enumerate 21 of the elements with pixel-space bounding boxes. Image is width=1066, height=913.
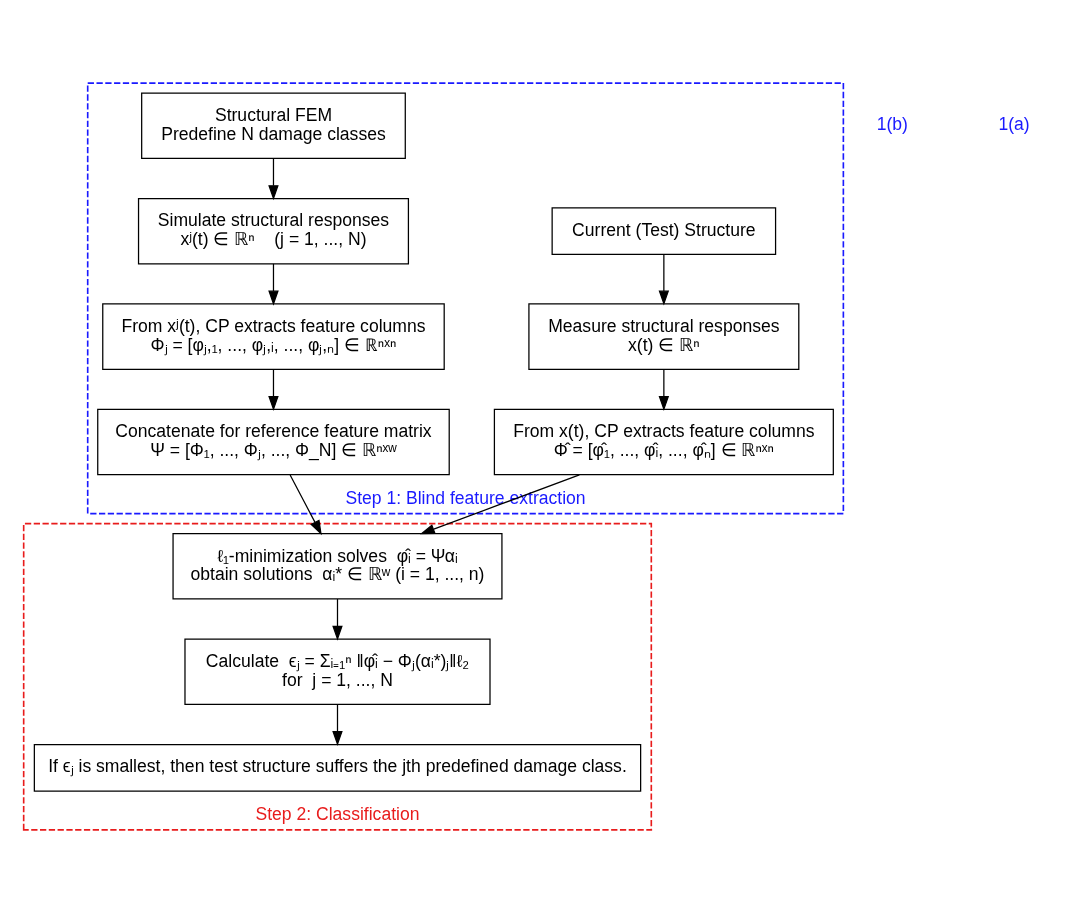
label: 1(b): [876, 114, 908, 135]
node-box: Current (Test) Structure: [551, 207, 777, 256]
arrow: [658, 368, 670, 412]
node-box: ℓ₁-minimization solves φ̂ᵢ = Ψαᵢ obtain solutions αᵢ* ∈ ℝʷ (i = 1, ..., n): [172, 533, 503, 600]
arrow: [332, 598, 343, 641]
arrow: [332, 704, 343, 746]
arrow: [268, 263, 279, 306]
arrow: [658, 254, 670, 306]
arrow: [419, 474, 580, 535]
arrow: [268, 368, 279, 412]
node-box: If ϵⱼ is smallest, then test structure suffers the jth predefined damage class.: [33, 743, 642, 792]
node-box: Structural FEM Predefine N damage classes: [141, 92, 406, 159]
node-box: From xʲ(t), CP extracts feature columns Φⱼ = [φⱼ,₁, ..., φⱼ,ᵢ, ..., φⱼ,ₙ] ∈ ℝⁿˣⁿ: [102, 303, 445, 370]
label: 1(a): [998, 114, 1030, 135]
node-box: Concatenate for reference feature matrix Ψ = [Φ₁, ..., Φⱼ, ..., Φ_N] ∈ ℝⁿˣʷ: [97, 408, 450, 476]
arrow: [289, 474, 322, 536]
node-box: From x(t), CP extracts feature columns Φ̂ = [φ̂₁, ..., φ̂ᵢ, ..., φ̂ₙ] ∈ ℝⁿˣⁿ: [493, 408, 834, 476]
arrow: [268, 157, 279, 201]
node-box: Calculate ϵⱼ = Σᵢ₌₁ⁿ ‖φ̂ᵢ − Φⱼ(αᵢ*)ⱼ‖ℓ₂ for j = 1, ..., N: [184, 638, 491, 706]
node-box: Simulate structural responses xʲ(t) ∈ ℝⁿ (j = 1, ..., N): [137, 197, 410, 265]
node-box: Measure structural responses x(t) ∈ ℝⁿ: [528, 303, 800, 370]
